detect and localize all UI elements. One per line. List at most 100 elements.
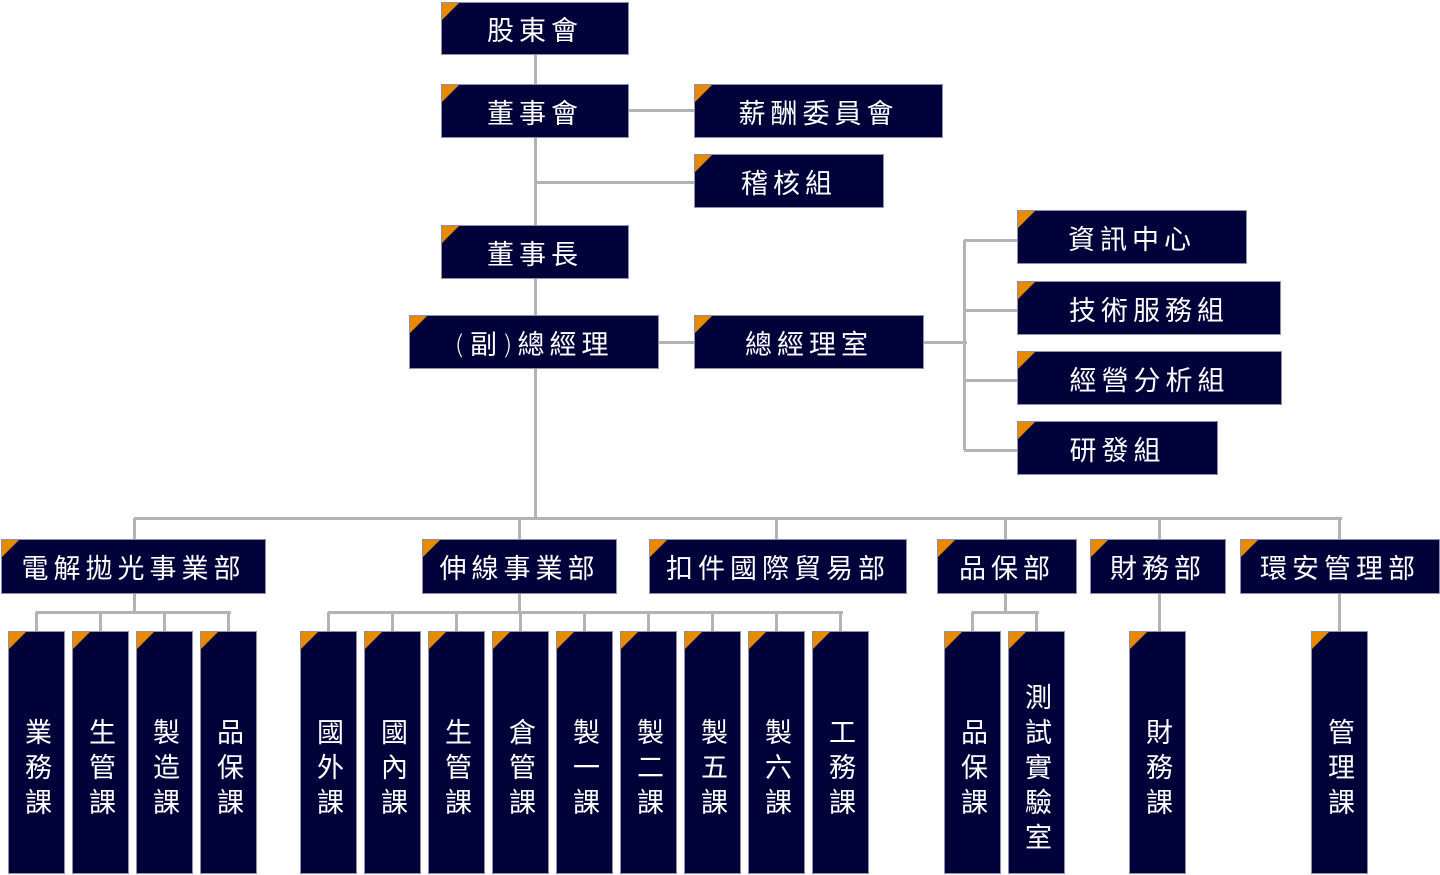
section-box[interactable]: 工務課 [812,631,869,874]
section-box[interactable]: 製二課 [620,631,677,874]
connector-line [517,594,521,612]
connector-line [924,340,967,344]
section-box-label: 工務課 [824,718,855,823]
connector-line [454,612,458,631]
department-box[interactable]: 品保部 [937,539,1077,594]
connector-line [774,612,778,631]
connector-line [964,308,1020,312]
node-compensation-committee-label: 薪酬委員會 [738,98,899,130]
section-box[interactable]: 品保課 [944,631,1001,874]
connector-line [535,180,697,184]
connector-line [964,238,1020,242]
connector-line [162,612,166,631]
department-box-label: 扣件國際貿易部 [666,554,890,585]
section-box-label: 倉管課 [504,718,535,823]
connector-line [629,108,697,112]
connector-line [710,612,714,631]
section-box[interactable]: 製一課 [556,631,613,874]
connector-line [533,55,537,518]
connector-line [972,610,1039,614]
section-box[interactable]: 生管課 [428,631,485,874]
department-box[interactable]: 扣件國際貿易部 [649,539,907,594]
node-audit[interactable]: 稽核組 [694,154,884,208]
node-board[interactable]: 董事會 [441,84,629,138]
connector-line [646,612,650,631]
section-box-label: 製造課 [148,718,179,823]
node-general-manager[interactable]: (副)總經理 [409,315,659,369]
section-box[interactable]: 測試實驗室 [1008,631,1065,874]
section-box-label: 製二課 [632,718,663,823]
section-box[interactable]: 國內課 [364,631,421,874]
department-box[interactable]: 財務部 [1090,539,1226,594]
connector-line [36,610,231,614]
section-box-label: 測試實驗室 [1020,683,1051,858]
node-gm-office[interactable]: 總經理室 [694,315,924,369]
connector-line [1337,518,1341,539]
section-box-label: 業務課 [20,718,51,823]
connector-line [328,610,843,614]
section-box[interactable]: 業務課 [8,631,65,874]
connector-line [659,340,697,344]
node-shareholders[interactable]: 股東會 [441,2,629,55]
node-rd-label: 研發組 [1069,435,1166,467]
connector-line [518,612,522,631]
connector-line [1003,518,1007,539]
department-box[interactable]: 環安管理部 [1240,539,1440,594]
connector-line [132,594,136,612]
department-box-label: 品保部 [959,554,1055,585]
section-box-label: 製一課 [568,718,599,823]
department-box[interactable]: 伸線事業部 [422,539,617,594]
connector-line [132,518,136,539]
connector-line [962,240,966,450]
section-box-label: 國內課 [376,718,407,823]
node-compensation-committee[interactable]: 薪酬委員會 [694,84,943,138]
node-rd[interactable]: 研發組 [1017,421,1218,475]
section-box[interactable]: 倉管課 [492,631,549,874]
node-it-center[interactable]: 資訊中心 [1017,210,1247,264]
section-box[interactable]: 國外課 [300,631,357,874]
section-box[interactable]: 品保課 [200,631,257,874]
section-box-label: 品保課 [956,718,987,823]
connector-line [1034,612,1038,631]
section-box[interactable]: 製五課 [684,631,741,874]
node-chairman-label: 董事長 [487,239,583,271]
section-box-label: 製五課 [696,718,727,823]
node-chairman[interactable]: 董事長 [441,225,629,279]
connector-line [964,378,1020,382]
node-tech-service-label: 技術服務組 [1069,295,1229,327]
section-box-label: 國外課 [312,718,343,823]
connector-line [774,518,778,539]
node-board-label: 董事會 [487,98,583,130]
node-gm-office-label: 總經理室 [745,329,873,361]
node-tech-service[interactable]: 技術服務組 [1017,281,1281,335]
connector-line [1337,594,1341,631]
connector-line [1157,594,1161,631]
department-box[interactable]: 電解拋光事業部 [1,539,266,594]
connector-line [226,612,230,631]
section-box-label: 生管課 [84,718,115,823]
department-box-label: 環安管理部 [1260,554,1420,585]
connector-line [970,612,974,631]
department-box-label: 伸線事業部 [439,554,600,585]
connector-line [1003,594,1007,612]
connector-line [1157,518,1161,539]
node-shareholders-label: 股東會 [487,16,583,47]
section-box[interactable]: 製造課 [136,631,193,874]
section-box[interactable]: 財務課 [1129,631,1186,874]
department-box-label: 電解拋光事業部 [21,554,246,585]
section-box-label: 製六課 [760,718,791,823]
section-box[interactable]: 管理課 [1311,631,1368,874]
connector-line [326,612,330,631]
department-box-label: 財務部 [1110,554,1206,585]
section-box-label: 品保課 [212,718,243,823]
connector-line [134,516,1342,520]
section-box-label: 生管課 [440,718,471,823]
section-box[interactable]: 生管課 [72,631,129,874]
node-business-analysis-label: 經營分析組 [1069,365,1230,397]
node-it-center-label: 資訊中心 [1068,224,1196,256]
connector-line [34,612,38,631]
node-business-analysis[interactable]: 經營分析組 [1017,351,1282,405]
section-box[interactable]: 製六課 [748,631,805,874]
section-box-label: 財務課 [1141,718,1172,823]
connector-line [582,612,586,631]
